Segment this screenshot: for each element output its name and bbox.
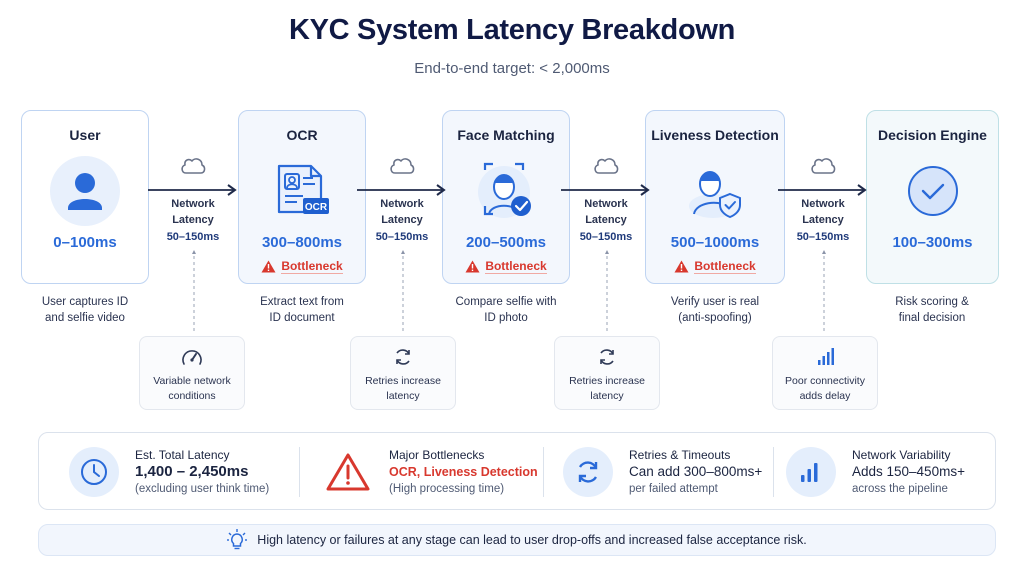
refresh-icon [600,349,614,365]
divider [299,447,300,497]
user-icon [50,156,120,226]
user-shield-icon [680,156,750,226]
page-subtitle: End-to-end target: < 2,000ms [414,60,610,77]
arrow-right-icon [357,184,446,196]
summary-retries-timeouts: Retries & Timeouts Can add 300–800ms+ pe… [563,433,762,511]
summary-panel: Est. Total Latency 1,400 – 2,450ms (excl… [38,432,996,510]
stage-description: Extract text from ID document [260,296,344,324]
stage-title: Decision Engine [878,127,987,143]
dashed-line [192,250,196,334]
stage-description: Risk scoring & final decision [895,296,969,324]
warning-icon [465,260,480,273]
stage-latency: 200–500ms [465,234,547,251]
arrow-right-icon [561,184,650,196]
bottleneck-badge: Bottleneck [443,259,569,274]
summary-total-latency: Est. Total Latency 1,400 – 2,450ms (excl… [69,433,269,511]
warning-icon [323,447,373,497]
ocr-badge-text: OCR [305,202,328,213]
stage-description: Compare selfie with ID photo [455,296,557,324]
stage-latency: 0–100ms [53,234,117,251]
lightbulb-icon [227,529,248,550]
stage-title: OCR [286,127,318,143]
face-scan-check-icon [471,156,541,226]
summary-major-bottlenecks: Major Bottlenecks OCR, Liveness Detectio… [323,433,538,511]
insight-banner: High latency or failures at any stage ca… [38,524,996,556]
summary-network-variability: Network Variability Adds 150–450ms+ acro… [786,433,965,511]
refresh-icon [396,349,410,365]
cloud-icon [811,158,836,174]
dashed-line [605,250,609,334]
stage-title: Face Matching [457,127,555,143]
stage-latency: 300–800ms [261,234,343,251]
check-circle-icon [898,156,968,226]
cloud-icon [181,158,206,174]
page-title: KYC System Latency Breakdown [288,14,736,46]
clock-icon [69,447,119,497]
warning-icon [674,260,689,273]
signal-bars-icon [786,447,836,497]
warning-icon [261,260,276,273]
stage-decision-engine: Decision Engine 100–300ms [866,110,999,284]
divider [543,447,544,497]
bottleneck-badge: Bottleneck [239,259,365,274]
stage-latency: 100–300ms [892,234,973,251]
stage-description: User captures ID and selfie video [41,296,129,324]
stage-liveness-detection: Liveness Detection 500–1000ms Bottleneck [645,110,785,284]
arrow-right-icon [778,184,867,196]
stage-latency: 500–1000ms [670,234,760,251]
divider [773,447,774,497]
cloud-icon [390,158,415,174]
signal-bars-icon [818,348,834,365]
network-latency-value: 50–150ms [579,231,633,243]
network-latency-value: 50–150ms [796,231,850,243]
stage-title: Liveness Detection [651,127,779,143]
arrow-right-icon [148,184,237,196]
stage-description: Verify user is real (anti-spoofing) [670,296,760,324]
bottleneck-badge: Bottleneck [646,259,784,274]
stage-title: User [69,127,101,143]
dashed-line [401,250,405,334]
id-document-ocr-icon: OCR [267,156,337,226]
network-latency-value: 50–150ms [166,231,220,243]
network-latency-value: 50–150ms [375,231,429,243]
dashed-line [822,250,826,334]
speedometer-icon [182,350,202,365]
stage-user: User 0–100ms [21,110,149,284]
insight-text: High latency or failures at any stage ca… [257,533,807,547]
cloud-icon [594,158,619,174]
stage-ocr: OCR OCR 300–800ms Bottleneck [238,110,366,284]
stage-face-matching: Face Matching 200–500ms Bottleneck [442,110,570,284]
refresh-icon [563,447,613,497]
